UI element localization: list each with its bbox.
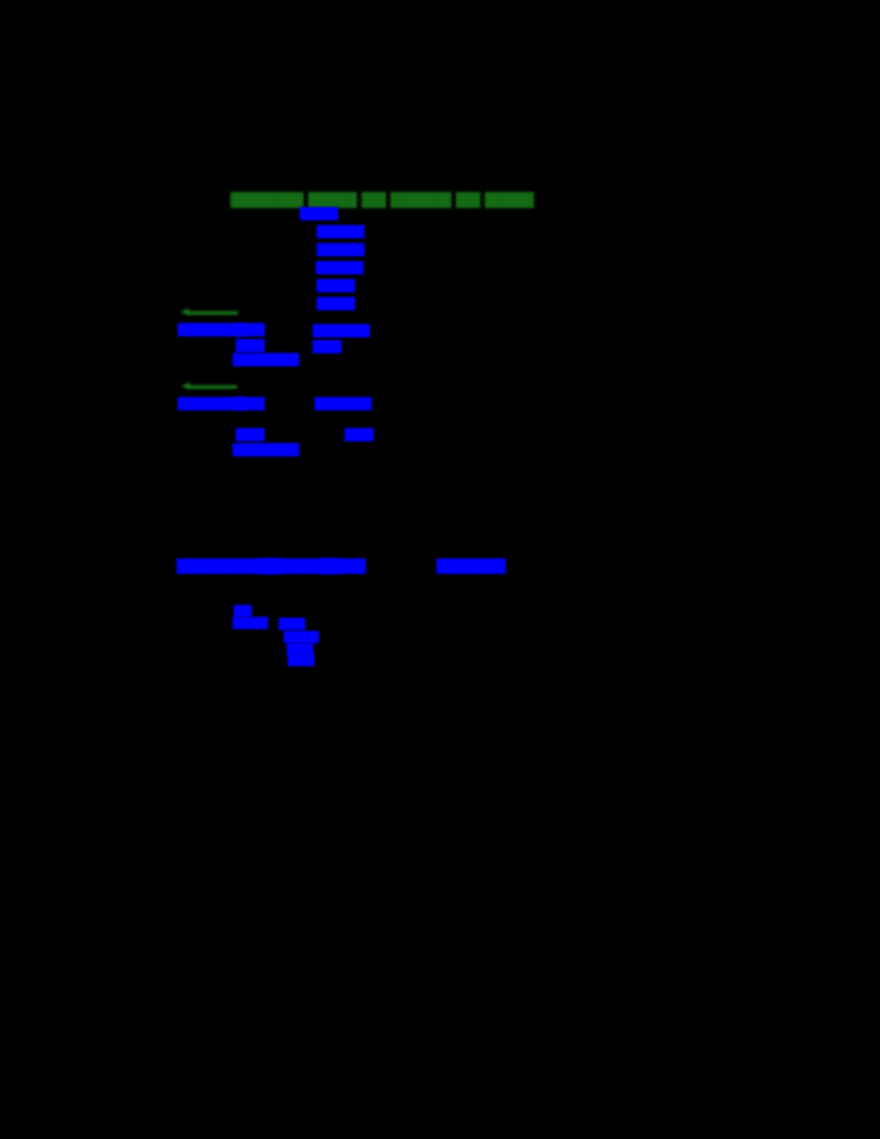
- section-three-right-item: ▇▇▇: [287, 643, 313, 655]
- section-two-right-item: ▇▇▇▇▇▇: [315, 396, 372, 410]
- section-two-right-item: ▇▇▇: [345, 427, 374, 441]
- section-three-heading-part: ▇▇▇▇▇▇▇: [259, 558, 340, 574]
- section-one-right-item: ▇▇▇: [313, 339, 342, 353]
- list-item: ▇▇▇▇▇: [317, 242, 364, 256]
- section-two-left-item: ▇▇▇: [236, 396, 265, 410]
- section-three-left-item: ▇▇: [234, 605, 252, 617]
- section-one-left-item: ▇▇▇: [236, 322, 265, 336]
- section-two-heading: ▇▇▇▇▇▇▇: [178, 396, 244, 410]
- section-three-heading-part: ▇▇▇▇▇▇▇▇▇: [177, 558, 280, 574]
- list-item: ▇▇▇▇: [317, 296, 355, 310]
- section-three-right-item: ▇▇▇: [279, 618, 305, 630]
- page-title: ▇▇▇▇▇▇ ▇▇▇▇ ▇▇ ▇▇▇▇▇ ▇▇ ▇▇▇▇: [231, 191, 534, 208]
- section-three-right-item: ▇▇▇: [288, 654, 314, 666]
- section-one-left-item: ▇▇▇: [236, 338, 265, 352]
- list-item: ▇▇▇▇▇: [316, 260, 363, 274]
- section-one-left-item: ▇▇▇▇▇▇▇: [233, 352, 299, 366]
- section-two-left-item: ▇▇▇▇▇▇▇: [233, 442, 299, 456]
- section-three-right-label: ▇▇▇▇▇▇: [437, 558, 506, 574]
- section-three-left-item: ▇▇▇▇: [233, 617, 268, 629]
- list-item: ▇▇▇▇: [300, 206, 338, 220]
- section-three-heading-part: ▇▇▇▇: [320, 558, 366, 574]
- section-one-right-item: ▇▇▇▇▇▇: [313, 323, 370, 337]
- arrow-marker-icon: [180, 308, 238, 317]
- list-item: ▇▇▇▇: [317, 278, 355, 292]
- section-three-right-item: ▇▇▇▇: [284, 631, 319, 643]
- arrow-marker-icon: [181, 382, 237, 391]
- section-two-left-item: ▇▇▇: [236, 427, 265, 441]
- section-one-heading: ▇▇▇▇▇▇▇: [178, 322, 244, 336]
- list-item: ▇▇▇▇▇: [317, 224, 364, 238]
